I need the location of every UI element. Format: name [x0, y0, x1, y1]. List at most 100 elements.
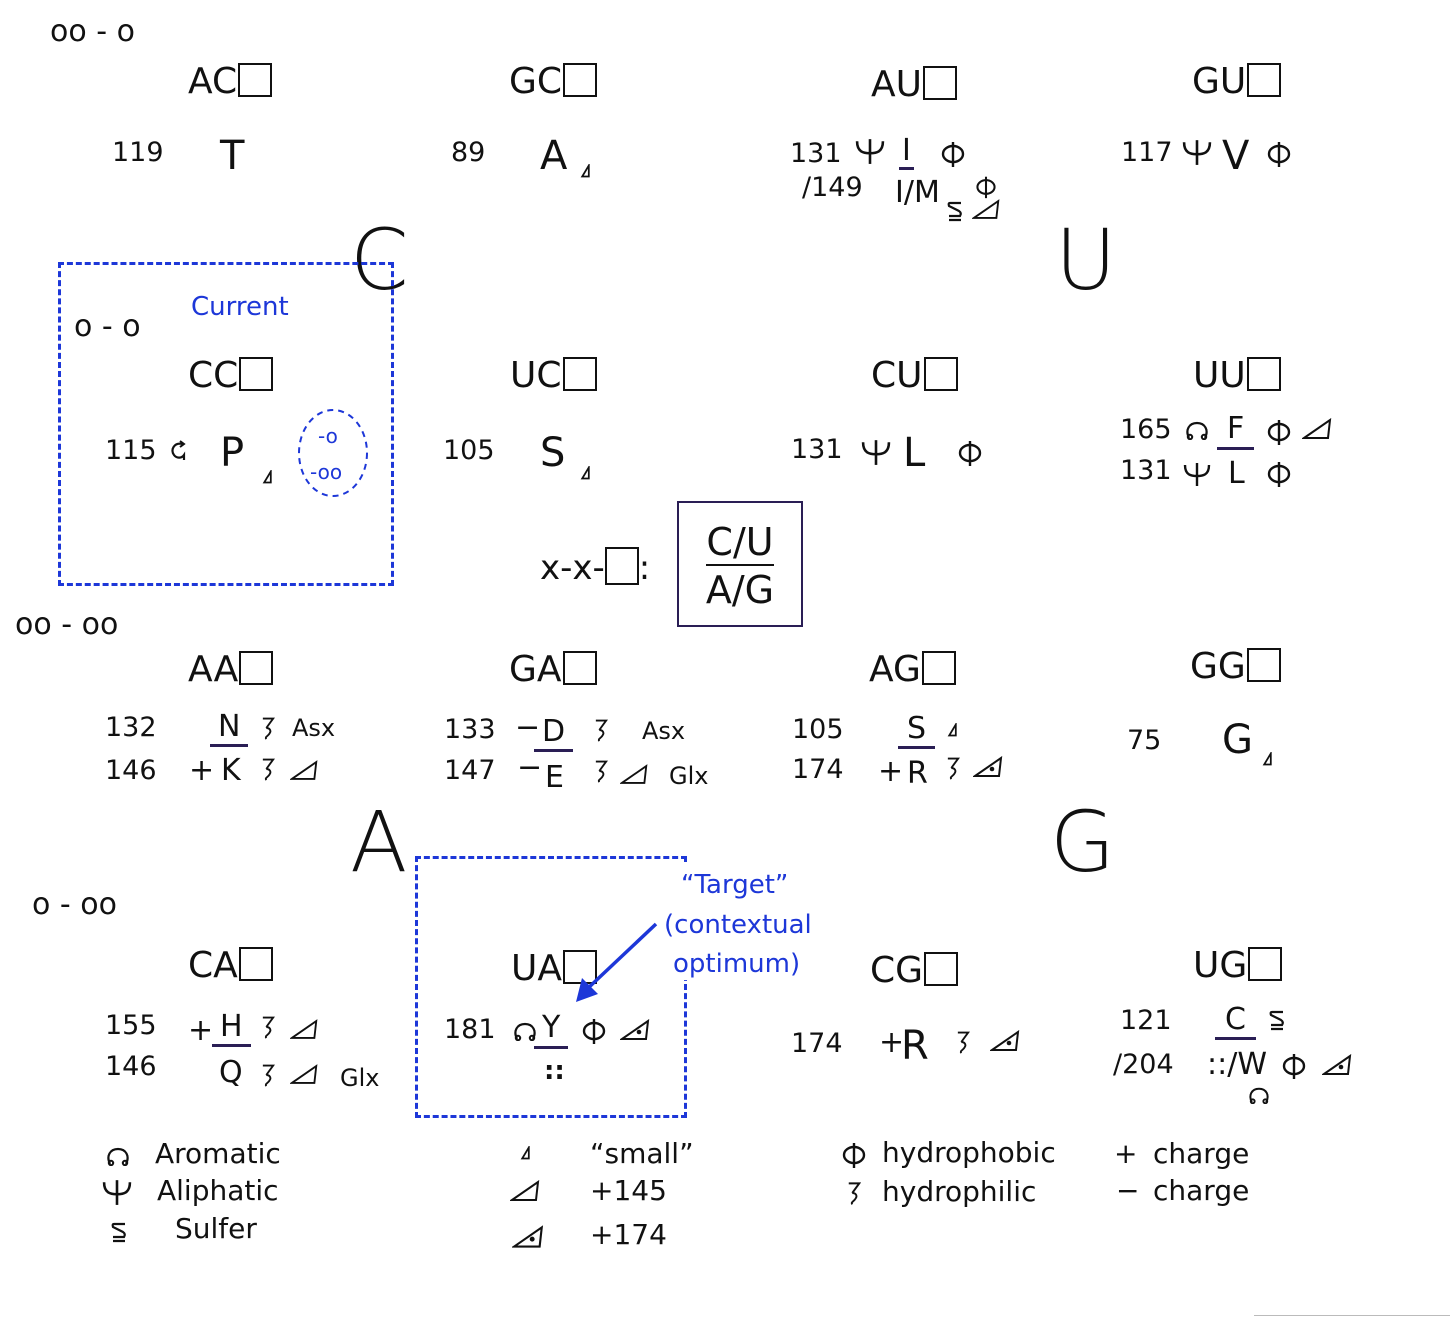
group-label-glx: Glx: [340, 1064, 380, 1092]
size-145-icon: [290, 1019, 320, 1040]
amino-acid-ua: Y: [534, 1013, 569, 1049]
codon-label-cc: CC: [188, 357, 274, 394]
legend-sulfer: Sulfer: [175, 1212, 257, 1245]
mass-au-2: /149: [802, 172, 863, 203]
hydrophobic-icon: [1265, 418, 1293, 446]
legend-small: “small”: [590, 1137, 694, 1170]
mass-ga-2: 147: [444, 755, 496, 786]
mass-aa-2: 146: [105, 755, 157, 786]
codon-label-ag: AG: [869, 651, 956, 688]
hydrophilic-icon: [261, 1063, 275, 1087]
codon-label-cg: CG: [870, 952, 959, 989]
amino-acid-ca-1: H: [212, 1012, 251, 1047]
aliphatic-icon: [1181, 461, 1213, 487]
mass-uu-2: 131: [1120, 455, 1172, 486]
mass-gc: 89: [451, 137, 486, 168]
sulfur-icon: [1268, 1009, 1286, 1031]
codon-blank-box: [562, 651, 597, 685]
aliphatic-icon: [1180, 138, 1214, 166]
group-label-asx: Asx: [642, 717, 686, 745]
charge-ag-2: +: [878, 754, 904, 789]
mass-ac: 119: [112, 137, 164, 168]
amino-acid-gu: V: [1222, 133, 1250, 179]
key-top: C/U: [706, 520, 774, 566]
mass-ag-1: 105: [792, 714, 844, 745]
bottom-rule: [1254, 1315, 1450, 1316]
codon-blank-box: [239, 357, 274, 391]
amino-acid-uu-1: F: [1217, 414, 1255, 450]
sulfur-icon: [946, 200, 964, 222]
mass-gg: 75: [1127, 725, 1162, 756]
mass-ca-2: 146: [105, 1051, 157, 1082]
hydrophilic-icon: [261, 716, 275, 740]
sulfur-icon: [110, 1221, 128, 1243]
size-174-icon: [512, 1225, 546, 1249]
mass-ua: 181: [444, 1014, 496, 1045]
codon-label-ac: AC: [188, 63, 273, 100]
size-145-icon: [1302, 418, 1334, 440]
legend-aromatic: Aromatic: [155, 1137, 281, 1170]
mass-ga-1: 133: [444, 714, 496, 745]
size-145-icon: [290, 760, 320, 781]
codon-blank-box: [1246, 357, 1281, 391]
amino-acid-aa-1: N: [210, 712, 249, 747]
legend-hydrophobic: hydrophobic: [882, 1136, 1056, 1169]
key-blank-box: [604, 547, 639, 585]
target-arrow: [576, 922, 658, 1002]
amino-acid-gc: A: [540, 133, 568, 179]
aliphatic-icon: [853, 137, 887, 165]
codon-label-ug: UG: [1193, 947, 1283, 984]
hydrophobic-icon: [956, 439, 984, 467]
annotation-target-line3: optimum): [673, 949, 801, 979]
codon-blank-box: [562, 950, 597, 984]
hydrophobic-icon: [840, 1141, 868, 1169]
codon-label-uc: UC: [510, 357, 597, 394]
aromatic-icon: [106, 1146, 130, 1166]
target-label-mask: [662, 862, 806, 980]
codon-blank-box: [238, 63, 273, 97]
amino-acid-uc: S: [540, 430, 566, 476]
aliphatic-icon: [859, 438, 893, 466]
hydrophobic-icon: [1265, 460, 1293, 488]
codon-label-gg: GG: [1190, 648, 1281, 685]
codon-label-ca: CA: [188, 947, 273, 984]
amino-acid-au-2: I/M: [895, 175, 940, 210]
codon-blank-box: [239, 651, 274, 685]
size-174-icon: [1322, 1054, 1354, 1076]
annotation-current: Current: [191, 292, 289, 322]
codon-label-au: AU: [871, 66, 957, 103]
codon-blank-box: [238, 947, 273, 981]
mass-uu-1: 165: [1120, 414, 1172, 445]
small-icon: [580, 164, 591, 178]
codon-blank-box: [1246, 648, 1281, 682]
legend-plus174: +174: [590, 1218, 667, 1251]
charge-ga-1: −: [515, 710, 541, 745]
size-145-icon: [620, 764, 650, 785]
codon-label-uu: UU: [1193, 357, 1281, 394]
legend-negative-charge-symbol: −: [1116, 1174, 1140, 1207]
amino-acid-ug-2: ::/W: [1207, 1047, 1267, 1082]
key-box: C/U A/G: [677, 501, 803, 627]
amino-acid-gg: G: [1222, 717, 1253, 763]
codon-blank-box: [1247, 63, 1282, 97]
target-highlight-box: [415, 856, 687, 1118]
codon-blank-box: [923, 357, 958, 391]
oval-label-bottom: -oo: [310, 460, 343, 484]
group-label-asx: Asx: [292, 714, 336, 742]
codon-blank-box: [924, 952, 959, 986]
hydrophilic-icon: [261, 757, 275, 781]
small-icon: [520, 1146, 531, 1160]
quadrant-letter-u: U: [1055, 211, 1117, 309]
amino-acid-au-1: I: [899, 136, 914, 170]
amino-acid-aa-2: K: [221, 753, 241, 788]
size-174-icon: [990, 1030, 1022, 1052]
amino-acid-cu: L: [903, 430, 926, 476]
codon-label-ga: GA: [509, 651, 597, 688]
mass-cc: 115: [105, 435, 157, 466]
charge-ga-2: −: [517, 750, 543, 785]
codon-blank-box: [563, 63, 598, 97]
current-highlight-box: [58, 262, 394, 586]
codon-label-ua: UA: [511, 950, 597, 987]
quadrant-letter-g: G: [1050, 793, 1116, 891]
